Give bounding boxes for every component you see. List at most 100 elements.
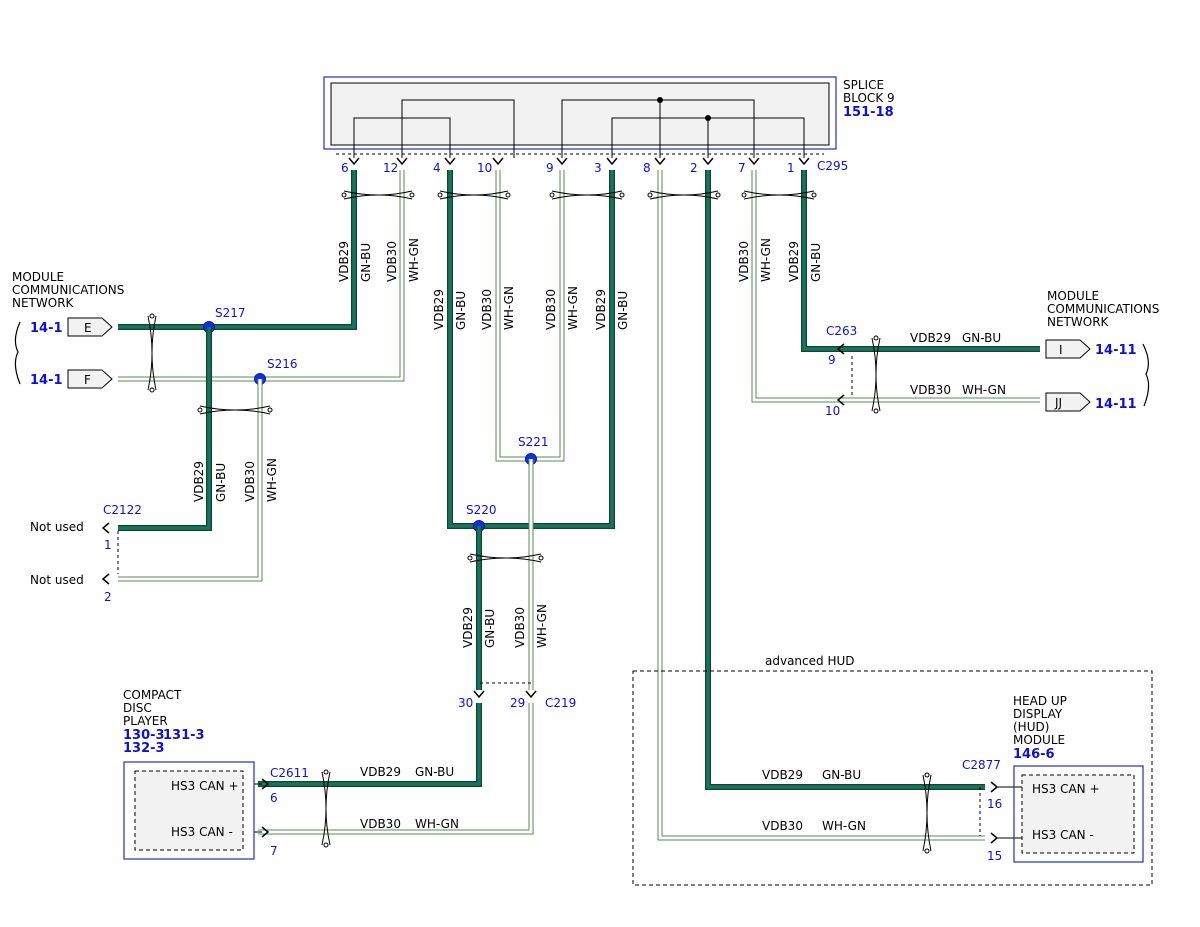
connector-c295: C295 [817, 159, 848, 173]
twist-left-top [341, 190, 415, 200]
c219-pin30: 30 [458, 696, 473, 710]
left-network: MODULE COMMUNICATIONS NETWORK 14-1 14-1 … [12, 270, 124, 389]
wire-vdb30-hud [657, 170, 985, 841]
hud-ref: 146-6 [1013, 747, 1055, 762]
lbl-whgn-d: WH-GN [566, 286, 580, 330]
c2122-pin2: 2 [104, 590, 112, 604]
arrow-splice-pin-10 [492, 157, 504, 166]
wire-vdb29-s217 [118, 170, 357, 330]
lbl-vdb29-f: VDB29 [360, 765, 401, 779]
hud-group-label: advanced HUD [765, 654, 855, 668]
wire-vdb29-c2122 [118, 327, 212, 531]
lbl-vdb30-h: VDB30 [737, 241, 751, 282]
connector-c2877: C2877 [962, 758, 1001, 772]
connector-f: F [84, 373, 91, 387]
arrow-c2122-2 [101, 573, 110, 585]
lbl-vdb30-i: VDB30 [910, 383, 951, 397]
arrow-c219-30 [473, 690, 485, 699]
c263-pin10: 10 [825, 404, 840, 418]
splice-pin-10: 10 [477, 161, 492, 175]
splice-pin-9: 9 [546, 161, 554, 175]
arrow-splice-pin-4 [444, 157, 456, 166]
arrow-c263-10 [836, 394, 845, 406]
cd-player-line1: COMPACT [123, 688, 182, 702]
wire-vdb29-c2611 [258, 703, 482, 787]
splice-pin-4: 4 [433, 161, 441, 175]
right-network: MODULE COMMUNICATIONS NETWORK I JJ 14-11… [1045, 289, 1159, 412]
lbl-vdb30-b: VDB30 [243, 461, 257, 502]
splice-pin-3: 3 [594, 161, 602, 175]
twist-hud [922, 772, 932, 854]
wire-vdb29-hud [705, 170, 985, 790]
wire-vdb30-c2122 [118, 379, 263, 582]
lbl-whgn-c: WH-GN [502, 286, 516, 330]
right-ref-jj: 14-11 [1095, 397, 1137, 412]
connector-c263: C263 [826, 324, 857, 338]
lbl-gnbu-a: GN-BU [359, 243, 373, 282]
arrow-splice-pin-9 [556, 157, 568, 166]
hud-pin-minus: HS3 CAN - [1032, 828, 1094, 842]
wire-vdb29-c263 [801, 170, 1040, 352]
cd-player-line2: DISC [123, 701, 152, 715]
lbl-vdb30-e: VDB30 [513, 607, 527, 648]
cd-player-ref3: 132-3 [123, 741, 165, 756]
hud-line1: HEAD UP [1013, 694, 1067, 708]
lbl-vdb29-h: VDB29 [787, 241, 801, 282]
lbl-whgn-b: WH-GN [265, 458, 279, 502]
lbl-whgn-a: WH-GN [407, 238, 421, 282]
arrow-c2877-15 [990, 832, 999, 844]
right-ref-i: 14-11 [1095, 343, 1137, 358]
hud-line4: MODULE [1013, 733, 1065, 747]
arrow-splice-pin-7 [748, 157, 760, 166]
twist-cd [321, 769, 331, 848]
left-network-line2: COMMUNICATIONS [12, 283, 124, 297]
lbl-vdb30-d: VDB30 [544, 289, 558, 330]
splice-pin-1: 1 [787, 161, 795, 175]
lbl-vdb30-c: VDB30 [480, 289, 494, 330]
lbl-whgn-h: WH-GN [759, 238, 773, 282]
right-network-line2: COMMUNICATIONS [1047, 302, 1159, 316]
lbl-vdb30-g: VDB30 [762, 819, 803, 833]
lbl-vdb29-a: VDB29 [337, 241, 351, 282]
lbl-gnbu-f: GN-BU [415, 765, 454, 779]
lbl-vdb29-c: VDB29 [432, 289, 446, 330]
connector-c2122: C2122 [103, 503, 142, 517]
arrow-splice-pin-3 [606, 157, 618, 166]
lbl-vdb30-a: VDB30 [385, 241, 399, 282]
lbl-gnbu-h: GN-BU [809, 243, 823, 282]
c2877-pin16: 16 [987, 797, 1002, 811]
twist-left-network [147, 313, 157, 393]
c263-pin9: 9 [828, 353, 836, 367]
connector-c2611: C2611 [270, 766, 309, 780]
left-network-line3: NETWORK [12, 296, 75, 310]
splice-s216: S216 [267, 357, 298, 371]
c2122-pin1: 1 [104, 538, 112, 552]
lbl-vdb29-b: VDB29 [192, 461, 206, 502]
splice-pin-12: 12 [383, 161, 398, 175]
lbl-vdb29-e: VDB29 [461, 607, 475, 648]
not-used-2: Not used [30, 573, 84, 587]
twist-right-top [741, 190, 817, 200]
c2877-pin15: 15 [987, 849, 1002, 863]
left-ref-f: 14-1 [30, 373, 63, 388]
compact-disc-player: COMPACT DISC PLAYER 130-3 131-3 132-3 HS… [123, 688, 255, 860]
cd-pin-minus: HS3 CAN - [171, 825, 233, 839]
c219-pin29: 29 [510, 696, 525, 710]
connector-e: E [84, 321, 92, 335]
twist-hud-top [647, 190, 721, 200]
hud-pin-plus: HS3 CAN + [1032, 782, 1100, 796]
c2611-pin7: 7 [270, 844, 278, 858]
cd-pin-plus: HS3 CAN + [171, 779, 239, 793]
splice-pin-8: 8 [643, 161, 651, 175]
lbl-gnbu-i: GN-BU [962, 331, 1001, 345]
lbl-vdb30-f: VDB30 [360, 817, 401, 831]
connector-i: I [1059, 343, 1063, 357]
wire-vdb30-c2611 [258, 703, 534, 835]
lbl-whgn-g: WH-GN [822, 819, 866, 833]
arrow-splice-pin-8 [654, 157, 666, 166]
lbl-gnbu-g: GN-BU [822, 768, 861, 782]
cd-player-ref1: 130-3 [123, 728, 165, 743]
splice-pin-6: 6 [341, 161, 349, 175]
